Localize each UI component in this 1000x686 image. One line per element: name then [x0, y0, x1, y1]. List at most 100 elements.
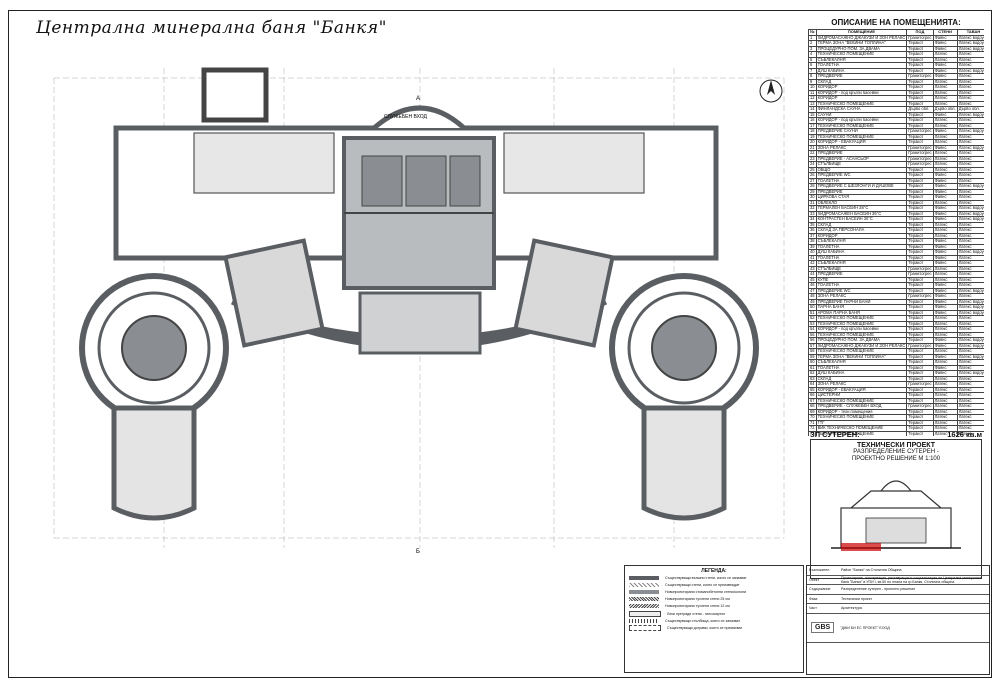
table-cell: Латекс	[956, 265, 984, 272]
table-cell: Латекс	[932, 408, 958, 415]
table-cell: Латекс	[956, 397, 984, 404]
table-cell: Латекс	[956, 381, 984, 388]
table-cell: Фаянс	[932, 260, 958, 267]
legend-swatch	[629, 610, 661, 617]
table-row: 66ЦИСТЕРНИТеракотЛатексЛатекс70,5	[808, 392, 984, 399]
drawing-sheet	[8, 10, 992, 678]
table-cell: Латекс водоуст.	[956, 67, 984, 74]
table-cell: 15	[808, 111, 817, 118]
table-cell: Латекс	[956, 326, 984, 333]
table-cell: Теракот	[906, 260, 934, 267]
table-cell: 41	[808, 254, 817, 261]
table-row: 6ТОАЛЕТНАТеракотФаянсЛатекс2,0	[808, 62, 984, 69]
legend-item: Новопроектирани тухлени стени 12 см	[625, 603, 803, 610]
table-cell: 45	[808, 276, 817, 283]
table-cell: Латекс	[932, 89, 958, 96]
tank-room	[201, 67, 269, 123]
table-cell: Латекс водоуст.	[956, 40, 984, 47]
left-stair-wing	[223, 238, 325, 348]
table-cell: Теракот	[906, 78, 934, 85]
axis-label-a: А	[416, 96, 420, 102]
table-cell: Дърво обл.	[932, 106, 958, 113]
table-cell: Теракот	[906, 364, 934, 371]
legend: ЛЕГЕНДА: Съществуващи външни стени, коит…	[624, 565, 804, 673]
title-block-value: Архитектура	[841, 606, 862, 611]
table-cell: Латекс	[956, 375, 984, 382]
table-cell: Теракот	[906, 392, 934, 399]
table-cell: Латекс	[956, 386, 984, 393]
table-cell: Латекс	[932, 326, 958, 333]
table-cell: Латекс	[932, 430, 958, 436]
table-cell: 39	[808, 243, 817, 250]
table-cell: Гранитогрес	[906, 403, 934, 410]
table-cell: Теракот	[906, 111, 934, 118]
table-cell: Латекс водоуст.	[956, 128, 984, 135]
room-schedule-title: ОПИСАНИЕ НА ПОМЕЩЕНИЯТА:	[831, 18, 961, 27]
title-block: Възложител Район "Банкя" на Столична Общи…	[806, 565, 990, 675]
table-cell: Латекс	[956, 254, 984, 261]
title-block-key: Възложител	[809, 568, 830, 573]
table-cell: Фаянс	[932, 309, 958, 316]
left-rooms	[193, 132, 335, 194]
legend-label: Новопроектирани тухлени стени 25 см	[665, 597, 730, 602]
table-cell: Латекс	[932, 276, 958, 283]
legend-item: Съществуващи стълбища, които се запазват	[625, 617, 803, 624]
table-cell: Теракот	[906, 287, 934, 294]
table-cell: 61	[808, 364, 817, 371]
table-cell: Теракот	[906, 282, 934, 289]
drawing-title: Централна минерална баня "Банкя"	[36, 18, 387, 38]
table-cell: Теракот	[906, 62, 934, 69]
table-cell: 65	[808, 386, 817, 393]
table-cell: Латекс водоуст.	[956, 111, 984, 118]
firm-name: "ДЖИ БИ ЕС ПРОЕКТ" ЕООД	[840, 625, 890, 630]
title-block-value: Технически проект	[841, 596, 873, 601]
legend-item: Леки прегради стени - гипсокартон	[625, 610, 803, 617]
table-cell: 17	[808, 122, 817, 129]
axis-label-b: Б	[416, 549, 420, 555]
table-cell: Латекс	[932, 271, 958, 278]
table-cell: Теракот	[906, 95, 934, 102]
table-cell: Латекс водоуст.	[956, 216, 984, 223]
table-cell: Фаянс	[932, 62, 958, 69]
table-row: 10КОРИДОРТеракотЛатексЛатекс16,3	[808, 84, 984, 91]
entrance-apse	[372, 105, 466, 130]
title-block-value: Район "Банкя" на Столична Община	[841, 568, 902, 573]
legend-swatch	[629, 604, 659, 609]
project-stage-box: ТЕХНИЧЕСКИ ПРОЕКТ РАЗПРЕДЕЛЕНИЕ СУТЕРЕН …	[810, 439, 982, 579]
table-cell: Латекс	[956, 425, 984, 432]
table-cell: 47	[808, 287, 817, 294]
table-cell: Теракот	[906, 89, 934, 96]
right-round-pool	[651, 315, 717, 381]
table-cell: Латекс	[956, 84, 984, 91]
table-cell: Латекс	[956, 419, 984, 426]
right-stair-wing	[513, 238, 615, 348]
sheet-title-line2: ПРОЕКТНО РЕШЕНИЕ М 1:100	[851, 456, 941, 462]
table-cell: Теракот	[906, 276, 934, 283]
legend-label: Съществуващи външни стени, които се запа…	[665, 575, 747, 580]
legend-label: Новопроектирани стоманобетонни стени/кол…	[665, 589, 747, 594]
table-cell: Латекс водоуст.	[956, 210, 984, 217]
table-cell: 57	[808, 342, 817, 349]
table-row: 61ТОАЛЕТНАТеракотФаянсЛатекс1,6	[808, 364, 984, 371]
table-cell: Латекс	[956, 315, 984, 322]
legend-swatch	[629, 582, 659, 587]
project-stage: ТЕХНИЧЕСКИ ПРОЕКТ	[856, 442, 936, 449]
table-cell: 13	[808, 100, 817, 107]
table-cell: Латекс	[956, 293, 984, 300]
table-cell: Фаянс	[932, 73, 958, 80]
table-cell: Теракот	[906, 67, 934, 74]
central-hall	[358, 291, 482, 355]
table-cell: Латекс водоуст.	[956, 370, 984, 377]
table-cell: 63	[808, 375, 817, 382]
